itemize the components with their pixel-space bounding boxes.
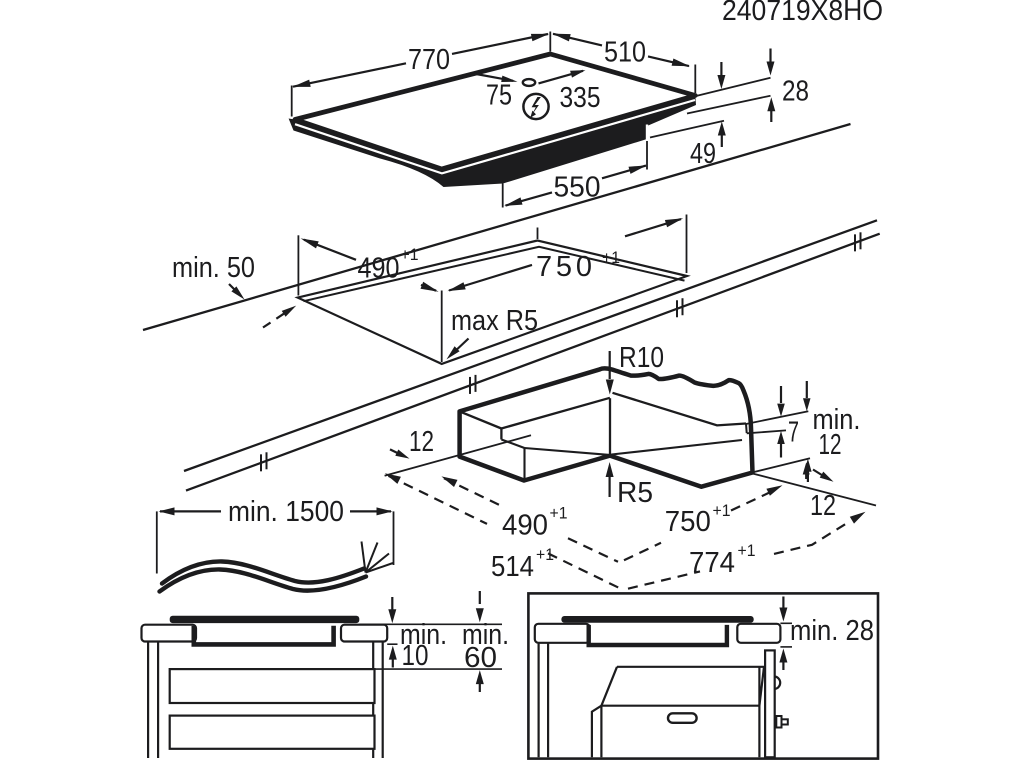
svg-text:490: 490 [358, 253, 400, 285]
svg-text:12: 12 [409, 426, 434, 458]
svg-text:min. 50: min. 50 [172, 252, 255, 284]
svg-text:+1: +1 [536, 545, 554, 564]
svg-text:510: 510 [604, 37, 646, 69]
svg-text:+1: +1 [401, 245, 419, 264]
svg-text:R10: R10 [619, 342, 664, 374]
svg-text:+1: +1 [602, 248, 620, 267]
svg-text:min. 28: min. 28 [790, 615, 874, 647]
svg-text:+1: +1 [550, 504, 568, 523]
svg-text:28: 28 [782, 76, 809, 108]
svg-text:75: 75 [486, 80, 512, 112]
svg-text:514: 514 [491, 551, 534, 583]
svg-text:12: 12 [810, 490, 836, 522]
svg-text:+1: +1 [713, 501, 731, 520]
svg-text:240719X8HO: 240719X8HO [722, 0, 883, 27]
svg-text:774: 774 [689, 547, 735, 579]
svg-text:R5: R5 [617, 477, 653, 509]
svg-text:min.: min. [462, 619, 509, 651]
svg-text:max R5: max R5 [451, 305, 538, 337]
svg-text:335: 335 [560, 82, 601, 114]
svg-text:750: 750 [665, 506, 711, 538]
svg-text:min. 1500: min. 1500 [228, 496, 344, 528]
svg-text:60: 60 [464, 642, 497, 674]
svg-text:750: 750 [536, 251, 592, 283]
svg-text:770: 770 [408, 44, 450, 76]
svg-text:min.: min. [813, 404, 861, 436]
svg-text:min.: min. [400, 619, 447, 651]
svg-text:490: 490 [502, 510, 548, 542]
svg-text:12: 12 [819, 429, 842, 461]
svg-text:7: 7 [788, 417, 799, 449]
svg-text:+1: +1 [738, 541, 756, 560]
svg-text:10: 10 [402, 640, 429, 672]
